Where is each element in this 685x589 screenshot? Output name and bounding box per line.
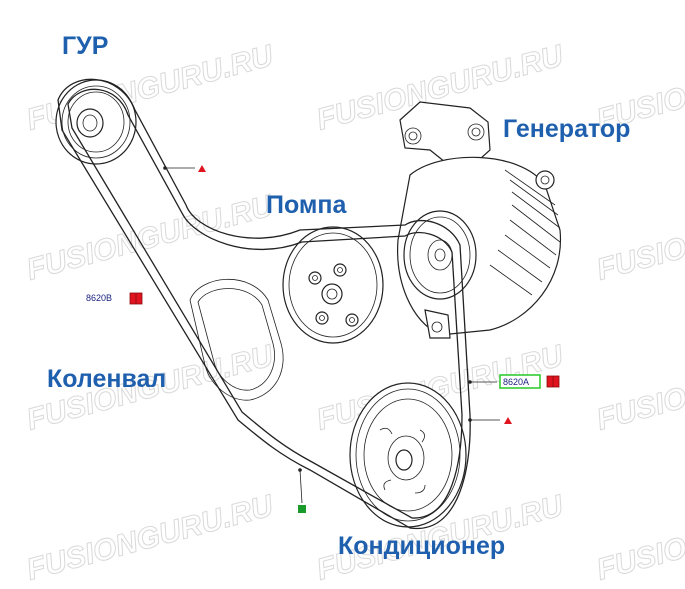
- label-ac-compressor: Кондиционер: [338, 532, 505, 560]
- red-triangle-marker-right: [504, 417, 512, 424]
- label-alternator: Генератор: [503, 115, 630, 143]
- watermark-3: FUSIONGURU.RU: [23, 189, 278, 287]
- power-steering-pulley: [55, 79, 137, 165]
- book-icon-right[interactable]: [546, 375, 560, 388]
- book-icon-left[interactable]: [129, 292, 143, 305]
- alternator-illustration: [397, 101, 562, 339]
- part-code-right-box[interactable]: [499, 374, 541, 389]
- ac-compressor-pulley: [349, 382, 467, 528]
- part-code-right: 8620A: [503, 377, 529, 387]
- leader-lines: [163, 166, 500, 504]
- watermark-7: FUSIONGURU.RU: [593, 339, 685, 437]
- part-code-left: 8620B: [86, 293, 112, 303]
- watermark-8: FUSIONGURU.RU: [23, 489, 278, 587]
- watermark-4: FUSIONGURU.RU: [593, 189, 685, 287]
- label-water-pump: Помпа: [266, 191, 348, 219]
- red-triangle-marker-top: [198, 165, 206, 172]
- water-pump-pulley: [282, 226, 384, 344]
- label-power-steering: ГУР: [62, 32, 108, 60]
- label-crankshaft: Коленвал: [47, 365, 166, 393]
- drive-belt: [57, 78, 471, 530]
- green-square-marker: [298, 505, 306, 513]
- watermark-10: FUSIONGURU.RU: [593, 489, 685, 587]
